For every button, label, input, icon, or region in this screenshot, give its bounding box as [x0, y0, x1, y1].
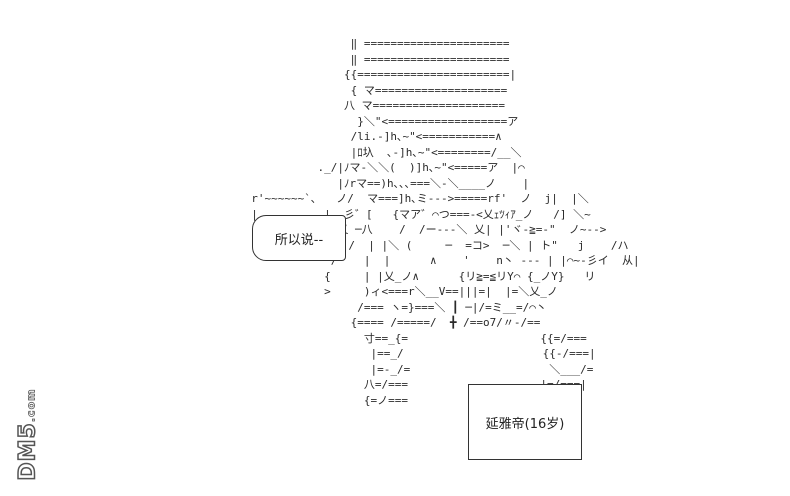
- character-name-box: 延雅帝(16岁): [468, 384, 582, 460]
- speech-bubble: 所以说--: [252, 215, 346, 261]
- speech-bubble-text: 所以说--: [274, 232, 324, 248]
- site-logo-main: DM5: [15, 421, 42, 481]
- character-name-text: 延雅帝(16岁): [485, 416, 565, 432]
- site-logo-suffix: .com: [24, 387, 38, 423]
- site-logo: DM5.com: [8, 384, 48, 484]
- ascii-art-figure: ‖ ====================== ‖ =============…: [251, 37, 640, 407]
